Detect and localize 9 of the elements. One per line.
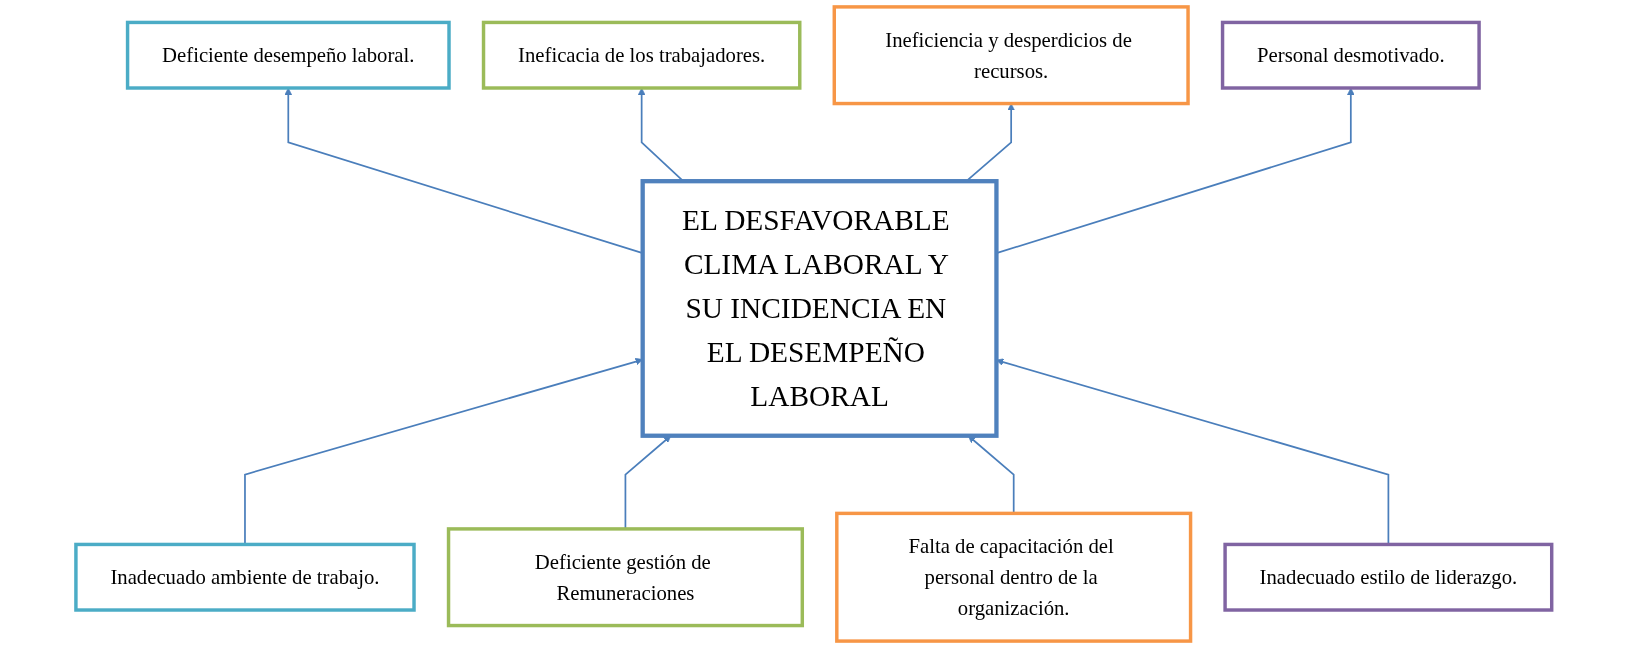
node-box: Deficiente gestión de Remuneraciones xyxy=(447,527,805,628)
node-box: Ineficacia de los trabajadores. xyxy=(482,20,802,90)
node-box: EL DESFAVORABLE CLIMA LABORAL Y SU INCIDENCIA EN EL DESEMPEÑO LABORAL xyxy=(640,179,999,438)
node-box: Falta de capacitación del personal dentro de la organización. xyxy=(835,511,1193,643)
node-box: Inadecuado estilo de liderazgo. xyxy=(1223,542,1554,612)
node-box: Ineficiencia y desperdicios de recursos. xyxy=(832,5,1190,106)
node-box: Deficiente desempeño laboral. xyxy=(126,20,451,90)
node-box: Inadecuado ambiente de trabajo. xyxy=(74,542,416,612)
node-box: Personal desmotivado. xyxy=(1221,20,1481,90)
